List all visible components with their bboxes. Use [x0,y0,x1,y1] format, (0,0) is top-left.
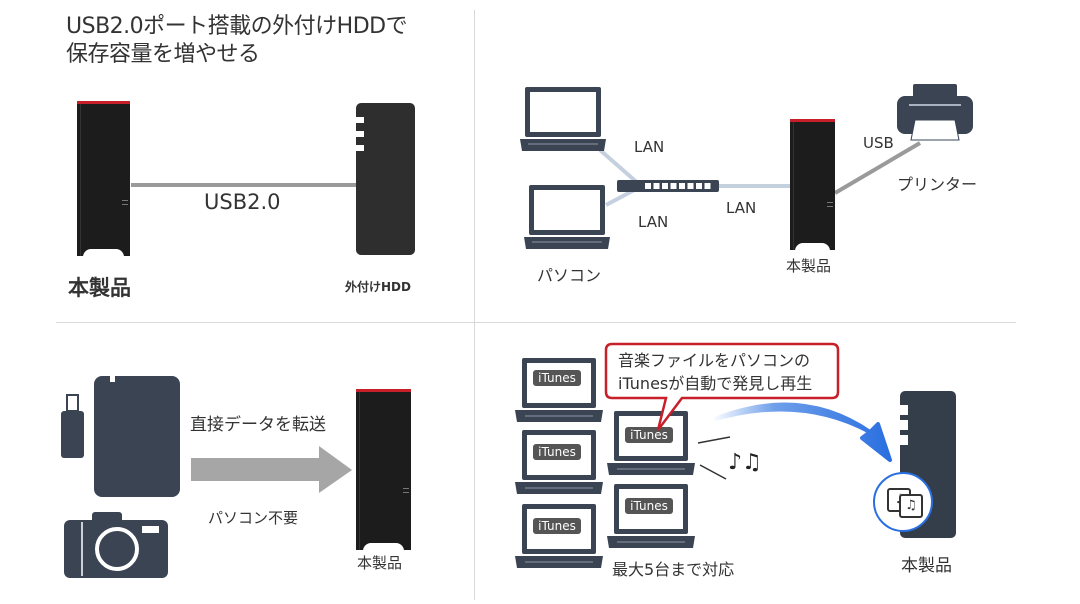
arrow-label-bottom: パソコン不要 [208,509,299,527]
usb-label: USB [863,134,894,152]
arrow-label-top: 直接データを転送 [190,415,326,435]
itunes-badge: iTunes [533,370,581,386]
lan-label-top: LAN [634,138,665,156]
camera-icon [64,512,168,578]
panel-title-line1: USB2.0ポート搭載の外付けHDDで [66,14,408,39]
itunes-badge: iTunes [533,444,581,460]
usb-flash-drive-connector [66,394,79,412]
transfer-arrow-icon [191,446,352,493]
nas-device-icon [356,389,411,551]
nas-device-icon [790,119,835,251]
portable-hdd-icon [94,376,180,497]
itunes-laptop: iTunes [607,411,695,475]
callout-line2: iTunesが自動で発見し再生 [618,374,813,393]
printer-icon [897,84,973,141]
horizontal-divider [56,322,1016,323]
laptop-icon [524,185,610,249]
callout-line1: 音楽ファイルをパソコンの [618,351,811,370]
itunes-laptop: iTunes [515,504,603,568]
lan-label-nas: LAN [726,199,757,217]
max-devices-label: 最大5台まで対応 [612,560,735,579]
music-files-icon: ♩ ♫ [873,472,933,532]
svg-text:♪♫: ♪♫ [728,450,762,475]
callout-bubble [604,342,840,431]
usb-cable-label: USB2.0 [204,190,281,214]
product-label: 本製品 [68,276,131,300]
product-label: 本製品 [357,554,403,572]
product-label: 本製品 [786,257,832,275]
hdd-label: 外付けHDD [345,280,411,294]
nas-device-icon [77,101,130,257]
lan-label-bottom: LAN [638,213,669,231]
vertical-divider [474,10,475,600]
itunes-laptop: iTunes [515,430,603,494]
network-switch-icon [617,180,719,192]
itunes-badge: iTunes [533,518,581,534]
product-label: 本製品 [901,556,952,576]
laptop-icon [520,87,606,151]
itunes-laptop: iTunes [515,358,603,422]
itunes-laptop: iTunes [607,484,695,548]
itunes-badge: iTunes [625,427,673,443]
itunes-badge: iTunes [625,498,673,514]
panel-title-line2: 保存容量を増やせる [66,42,260,67]
stream-arrow-icon [710,402,892,462]
pc-label: パソコン [537,266,602,285]
printer-label: プリンター [897,175,978,194]
usb-cable [131,183,357,187]
music-notes-icon: ♪♫ [697,436,762,480]
external-hdd-icon [356,103,415,255]
usb-flash-drive-icon [61,411,84,458]
